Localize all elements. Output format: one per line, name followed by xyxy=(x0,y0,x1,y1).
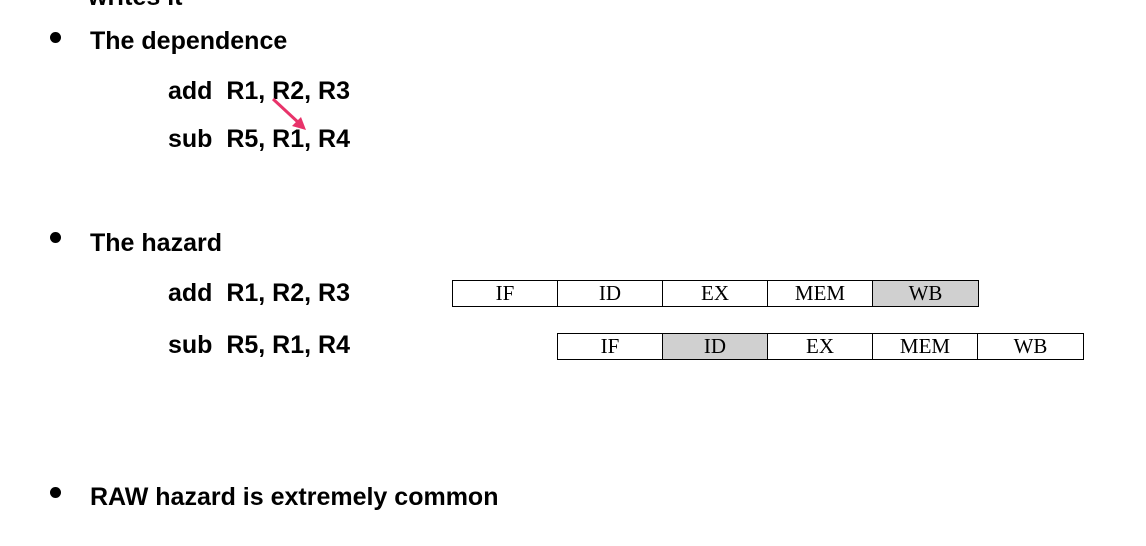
bullet-dependence: The dependence xyxy=(90,27,288,55)
bullet-icon xyxy=(50,32,61,43)
hazard-sub: sub R5, R1, R4 xyxy=(168,331,350,359)
pipeline-sub: IF ID EX MEM WB xyxy=(557,333,1084,360)
code-add: add R1, R2, R3 xyxy=(168,77,350,105)
bullet-hazard: The hazard xyxy=(90,229,222,257)
bullet-icon xyxy=(50,232,61,243)
bullet-raw-common: RAW hazard is extremely common xyxy=(90,483,499,511)
hazard-add: add R1, R2, R3 xyxy=(168,279,350,307)
clipped-top-text: writes it xyxy=(88,0,182,12)
stage-mem: MEM xyxy=(768,281,873,306)
stage-id-highlighted: ID xyxy=(663,334,768,359)
stage-mem: MEM xyxy=(873,334,978,359)
stage-ex: EX xyxy=(663,281,768,306)
stage-id: ID xyxy=(558,281,663,306)
dependence-arrow-icon xyxy=(271,97,306,130)
stage-wb: WB xyxy=(1013,334,1048,358)
bullet-icon xyxy=(50,487,61,498)
code-sub: sub R5, R1, R4 xyxy=(168,125,350,153)
stage-ex: EX xyxy=(768,334,873,359)
stage-if: IF xyxy=(453,281,558,306)
pipeline-add: IF ID EX MEM WB xyxy=(452,280,979,307)
stage-if: IF xyxy=(558,334,663,359)
stage-wb-highlighted: WB xyxy=(873,281,978,306)
